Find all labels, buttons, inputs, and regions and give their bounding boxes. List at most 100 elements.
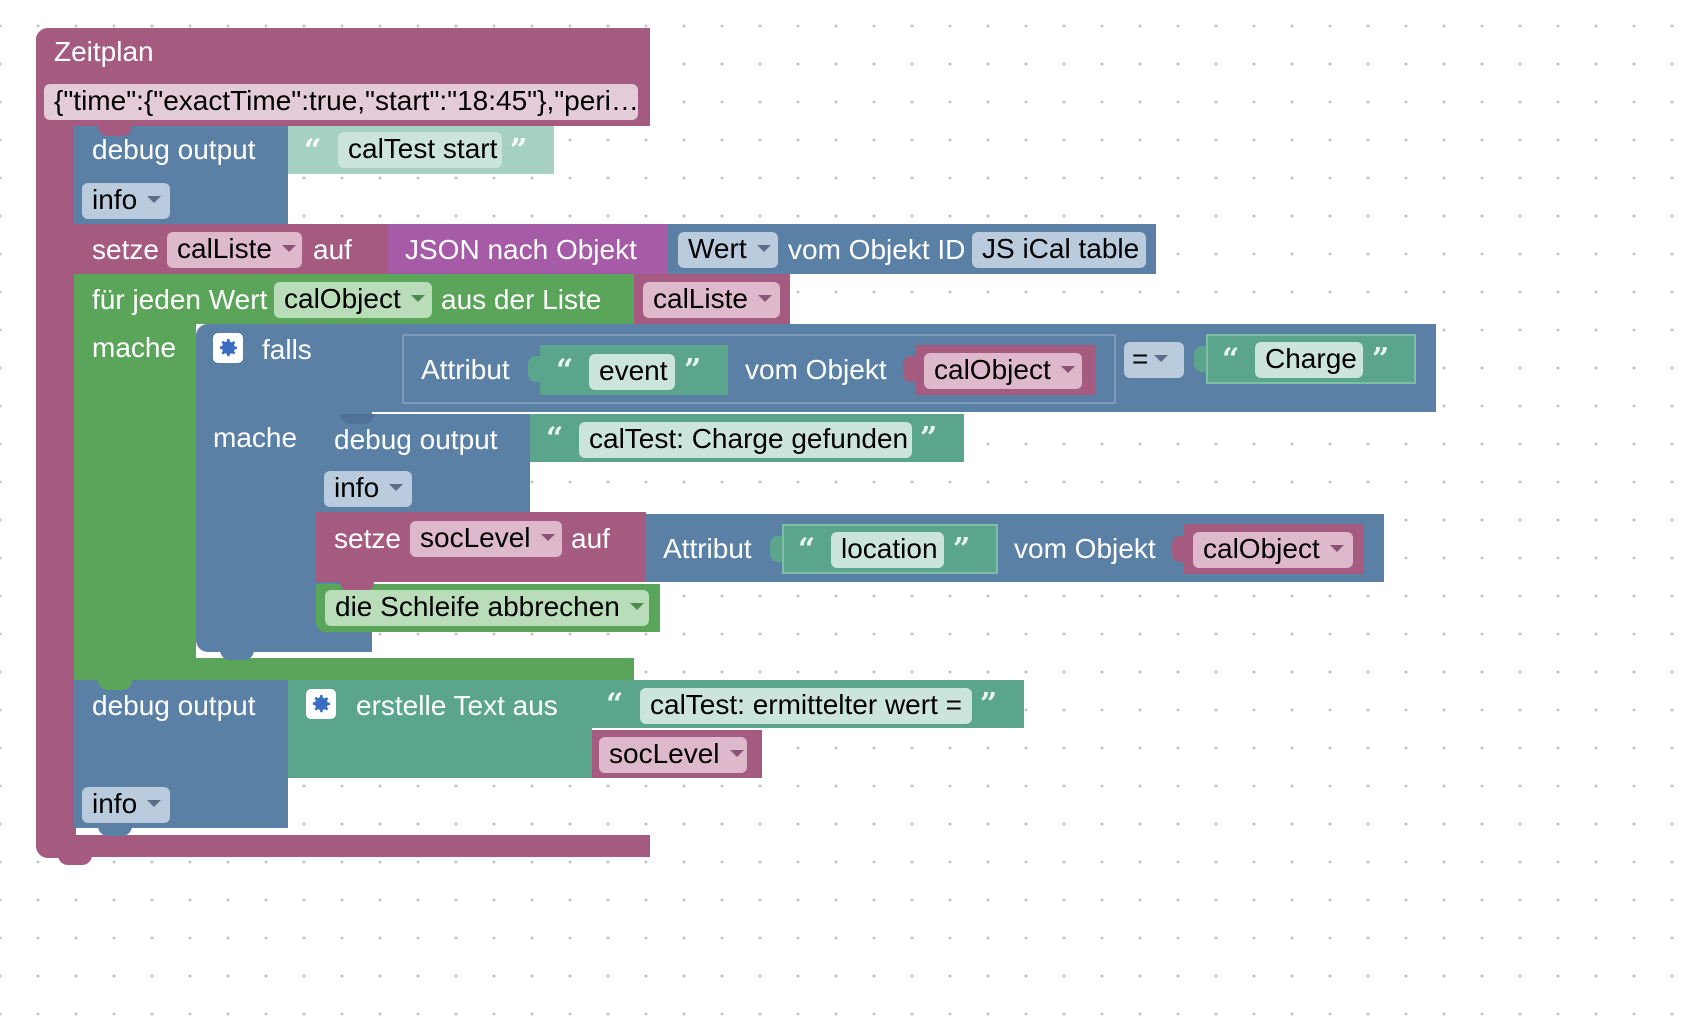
- attribute2-text-tab: [770, 536, 782, 562]
- list-variable-dropdown[interactable]: calListe: [643, 282, 780, 318]
- schedule-field[interactable]: {"time":{"exactTime":true,"start":"18:45…: [44, 84, 638, 120]
- debug2-level-value: info: [334, 472, 380, 503]
- soclevel-value: socLevel: [609, 738, 720, 769]
- setze1-input-tab: [376, 237, 388, 263]
- if-mutator-gear-icon[interactable]: [213, 333, 243, 363]
- chevron-down-icon: [729, 750, 744, 758]
- vom-objekt-id-label: vom Objekt ID: [788, 234, 966, 265]
- chevron-down-icon: [147, 196, 162, 204]
- debug1-top-notch: [98, 126, 132, 136]
- close-quote-icon: ”: [980, 687, 998, 722]
- zeitplan-title: Zeitplan: [54, 36, 154, 67]
- debug3-input-tab: [276, 692, 288, 718]
- setze2-variable-value: socLevel: [420, 522, 531, 553]
- calobject-dropdown-2[interactable]: calObject: [1193, 532, 1353, 568]
- falls-label: falls: [262, 334, 312, 365]
- open-quote-icon: “: [606, 687, 624, 722]
- loop-break-value: die Schleife abbrechen: [335, 591, 620, 622]
- foreach-label: für jeden Wert: [92, 284, 268, 315]
- setze1-label: setze: [92, 234, 159, 265]
- operator-dropdown[interactable]: =: [1124, 342, 1184, 378]
- calobject-dropdown-1[interactable]: calObject: [924, 353, 1082, 389]
- chevron-down-icon: [1329, 545, 1344, 553]
- text-join-input-tab-2: [580, 742, 592, 768]
- setze2-input-tab: [634, 526, 646, 552]
- chevron-down-icon: [629, 603, 644, 611]
- debug1-level-dropdown[interactable]: info: [82, 183, 170, 219]
- setze2-variable-dropdown[interactable]: socLevel: [410, 521, 562, 557]
- vom-objekt-label-1: vom Objekt: [745, 354, 887, 385]
- zeitplan-footer: [36, 835, 650, 857]
- loop-break-dropdown[interactable]: die Schleife abbrechen: [325, 590, 649, 626]
- debug3-level-dropdown[interactable]: info: [82, 787, 170, 823]
- compare-text-tab: [1194, 346, 1206, 372]
- debug2-level-dropdown[interactable]: info: [324, 471, 412, 507]
- debug3-text-field[interactable]: calTest: ermittelter wert =: [640, 688, 972, 724]
- foreach-footer: [74, 658, 634, 680]
- wert-dropdown[interactable]: Wert: [678, 232, 778, 268]
- zeitplan-block[interactable]: [36, 28, 76, 858]
- attribut1-label: Attribut: [421, 354, 510, 385]
- aus-der-liste-label: aus der Liste: [441, 284, 602, 315]
- json-label: JSON nach Objekt: [405, 234, 637, 265]
- attribute2-object-tab: [1172, 536, 1184, 562]
- debug2-top-notch: [340, 414, 374, 424]
- foreach-mache-label: mache: [92, 332, 177, 363]
- setze2-auf-label: auf: [571, 523, 610, 554]
- close-quote-icon: ”: [510, 133, 528, 168]
- chevron-down-icon: [410, 295, 425, 303]
- chevron-down-icon: [540, 534, 555, 542]
- close-quote-icon: ”: [920, 421, 938, 456]
- soclevel-dropdown[interactable]: socLevel: [599, 737, 747, 773]
- object-id-field[interactable]: JS iCal table: [972, 232, 1146, 268]
- foreach-input-tab: [622, 287, 634, 313]
- foreach-body-spine: [74, 274, 196, 658]
- debug3-bottom-notch: [98, 826, 132, 836]
- close-quote-icon: ”: [1372, 342, 1390, 377]
- if-input-tab: [362, 336, 374, 362]
- setze1-variable-dropdown[interactable]: calListe: [167, 232, 302, 268]
- debug1-label: debug output: [92, 134, 256, 165]
- foreach-variable-value: calObject: [284, 283, 401, 314]
- text-join-mutator-gear-icon[interactable]: [306, 689, 336, 719]
- chevron-down-icon: [757, 295, 772, 303]
- open-quote-icon: “: [304, 133, 322, 168]
- chevron-down-icon: [147, 800, 162, 808]
- text-join-block[interactable]: [288, 680, 592, 778]
- calobject-value-2: calObject: [1203, 533, 1320, 564]
- debug2-text-field[interactable]: calTest: Charge gefunden: [579, 422, 912, 458]
- setze2-label: setze: [334, 523, 401, 554]
- event-text-field[interactable]: event: [589, 354, 675, 390]
- debug2-input-tab: [518, 426, 530, 452]
- setze1-auf-label: auf: [313, 234, 352, 265]
- attribute1-text-tab: [528, 356, 540, 382]
- charge-text-field[interactable]: Charge: [1255, 342, 1363, 378]
- attribut2-label: Attribut: [663, 533, 752, 564]
- chevron-down-icon: [281, 245, 296, 253]
- attribute1-object-tab: [903, 356, 915, 382]
- close-quote-icon: ”: [684, 353, 702, 388]
- debug3-label: debug output: [92, 690, 256, 721]
- chevron-down-icon: [756, 245, 771, 253]
- debug3-top-notch: [98, 680, 132, 690]
- chevron-down-icon: [1060, 366, 1075, 374]
- operator-value: =: [1132, 343, 1149, 374]
- break-top-notch: [340, 582, 374, 592]
- vom-objekt-label-2: vom Objekt: [1014, 533, 1156, 564]
- list-variable-value: calListe: [653, 283, 748, 314]
- debug1-text-field[interactable]: calTest start: [338, 132, 502, 168]
- text-join-label: erstelle Text aus: [356, 690, 558, 721]
- wert-value: Wert: [688, 233, 747, 264]
- foreach-variable-dropdown[interactable]: calObject: [274, 282, 432, 318]
- close-quote-icon: ”: [953, 532, 971, 567]
- debug3-level-value: info: [92, 788, 138, 819]
- json-to-object-block[interactable]: [388, 224, 668, 274]
- if-bottom-notch: [220, 650, 254, 660]
- calobject-value-1: calObject: [934, 354, 1051, 385]
- open-quote-icon: “: [546, 421, 564, 456]
- location-text-field[interactable]: location: [831, 532, 944, 568]
- open-quote-icon: “: [798, 532, 816, 567]
- zeitplan-bottom-notch: [58, 855, 92, 865]
- debug1-level-value: info: [92, 184, 138, 215]
